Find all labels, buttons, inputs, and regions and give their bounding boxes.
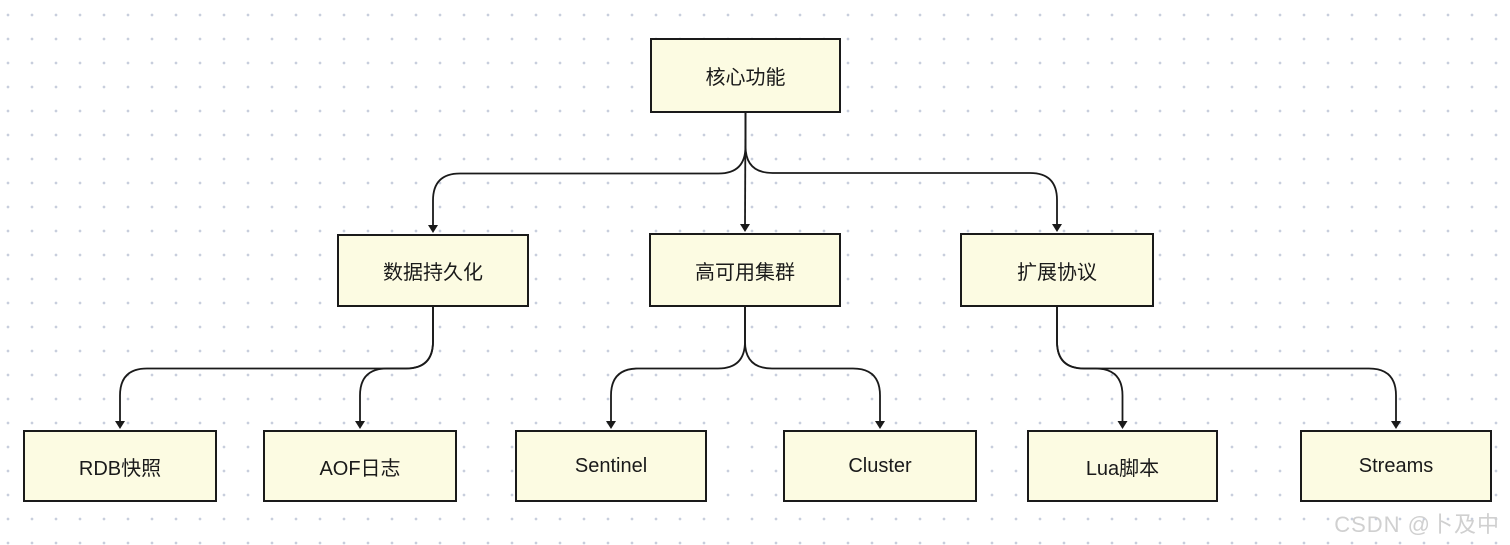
node-lua-script: Lua脚本 [1027,430,1218,502]
arrowhead-rdb [115,421,125,429]
edge-ha-to-cluster [744,307,881,422]
edge-protocol-to-streams [1056,307,1397,422]
edge-core-to-protocol [744,113,1058,225]
node-high-availability: 高可用集群 [649,233,841,307]
node-rdb-snapshot: RDB快照 [23,430,217,502]
arrowhead-aof [355,421,365,429]
edge-core-to-persistence [432,113,747,226]
edge-persistence-to-aof [359,307,434,422]
node-aof-log: AOF日志 [263,430,457,502]
node-extension-protocol: 扩展协议 [960,233,1154,307]
edge-ha-to-sentinel [610,307,746,422]
node-data-persistence: 数据持久化 [337,234,529,307]
arrowhead-ha [740,224,750,232]
arrowhead-streams [1391,421,1401,429]
node-streams: Streams [1300,430,1492,502]
arrowhead-sentinel [606,421,616,429]
arrowhead-protocol [1052,224,1062,232]
node-core-features: 核心功能 [650,38,841,113]
edge-persistence-to-rdb [119,307,434,422]
edge-core-to-ha [744,112,747,226]
node-cluster: Cluster [783,430,977,502]
arrowhead-lua [1117,421,1128,429]
node-sentinel: Sentinel [515,430,707,502]
watermark: CSDN @卜及中 [1334,512,1500,537]
arrowhead-cluster [875,421,885,429]
arrowhead-persistence [428,225,438,233]
edge-protocol-to-lua [1056,307,1124,422]
